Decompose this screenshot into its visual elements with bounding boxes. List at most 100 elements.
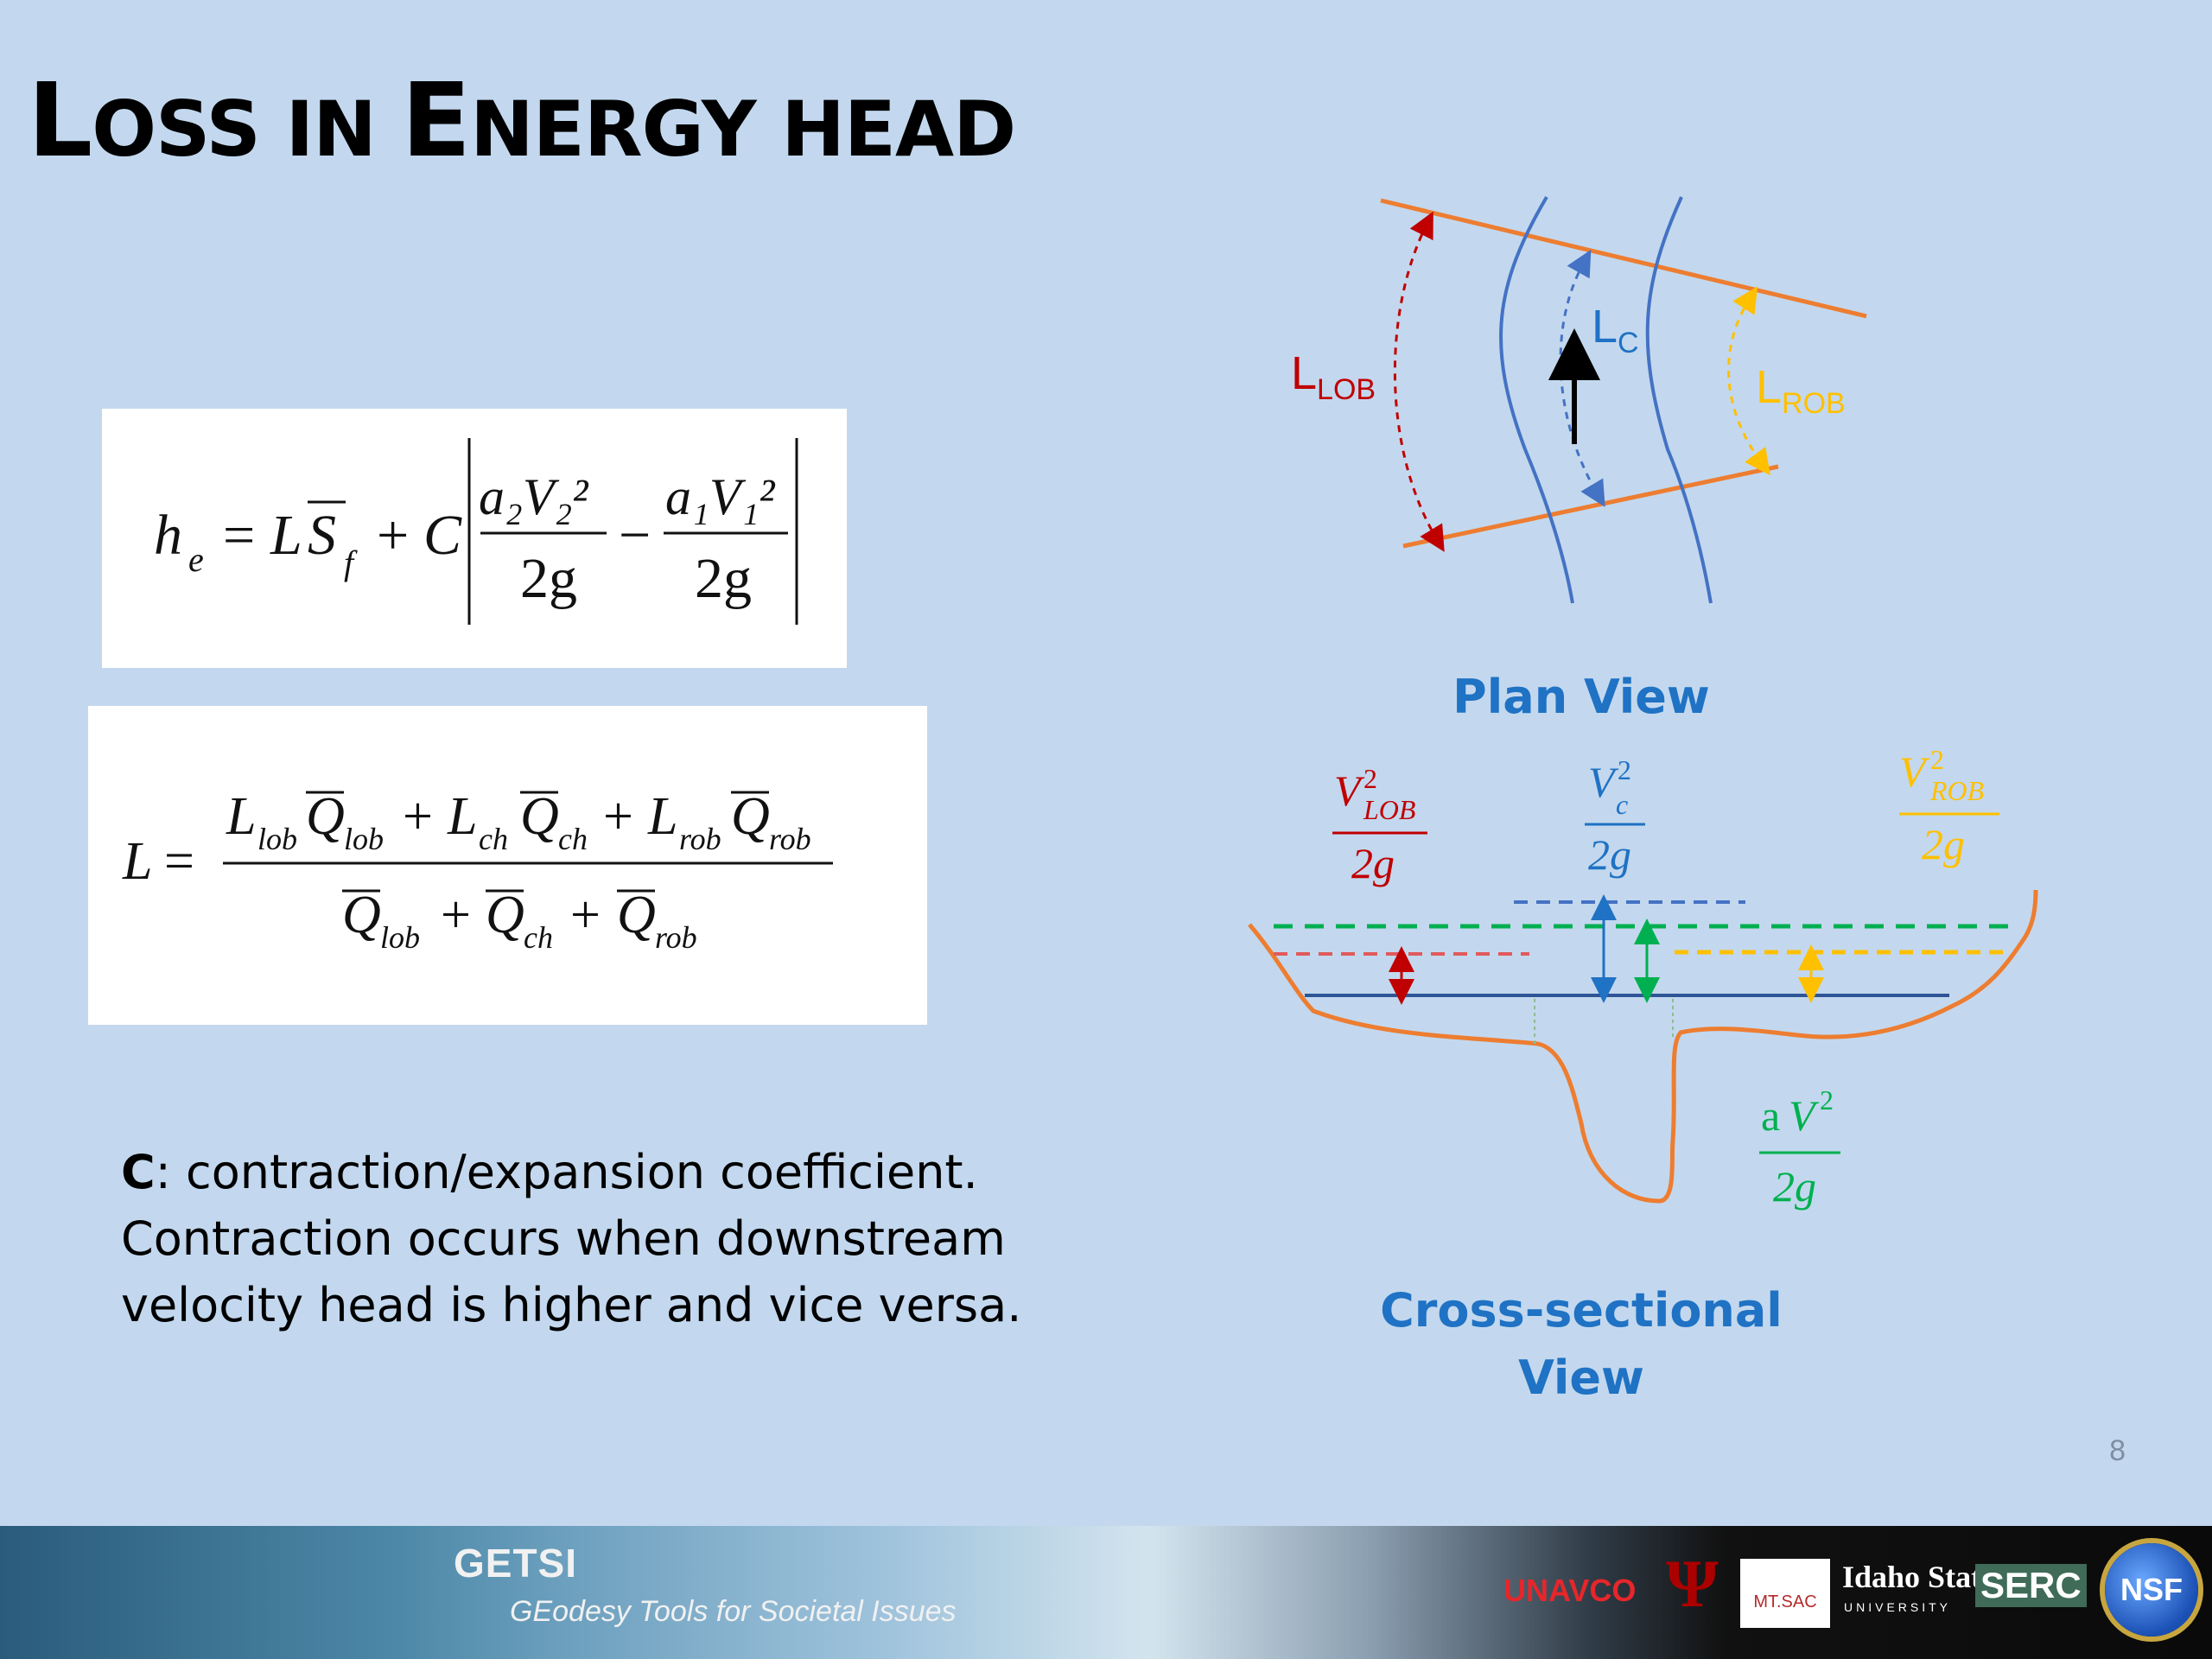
svg-text:2: 2: [1363, 763, 1377, 794]
eq1-equals: =: [223, 504, 255, 567]
eq2-num-plus-1: +: [403, 787, 433, 846]
eq1-h: h: [154, 504, 182, 567]
eq2-num-Q-ch-sub: ch: [558, 822, 588, 856]
channel-length-label: LC: [1592, 301, 1639, 359]
reach-length-equation-svg: L = L lob Q lob + L ch Q ch + L rob Q ro…: [122, 787, 833, 955]
footer-banner: GETSI GEodesy Tools for Societal Issues …: [0, 1526, 2212, 1659]
svg-text:V: V: [1588, 758, 1619, 806]
eq1-C: C: [423, 504, 462, 567]
head-loss-equation: h e = L S f + C a₂V₂² 2g − a₁V₁² 2g: [102, 409, 847, 668]
cross-section-label-line-1: Cross-sectional: [1380, 1283, 1783, 1338]
channel-velocity-head-label: V 2 c 2g: [1585, 754, 1645, 879]
cross-section-label-line-2: View: [1518, 1351, 1644, 1405]
note-line-3: velocity head is higher and vice versa.: [121, 1278, 1022, 1332]
eq2-num-L-lob: L: [226, 787, 256, 846]
indiana-university-logo: Ψ: [1666, 1546, 1719, 1621]
energy-head-label: a V 2 2g: [1759, 1084, 1840, 1211]
svg-text:c: c: [1616, 789, 1628, 820]
svg-text:2g: 2g: [1588, 830, 1631, 879]
right-bank-line: [1645, 196, 1713, 604]
lob-velocity-head-label: V 2 LOB 2g: [1332, 763, 1427, 887]
plan-view: LLOB LC LROB: [1291, 195, 1867, 604]
eq2-num-L-lob-sub: lob: [257, 822, 297, 856]
eq2-den-plus-2: +: [570, 886, 601, 944]
slide-title: LOSS IN ENERGY HEAD: [28, 60, 1016, 180]
channel-length-arrow: [1559, 249, 1605, 507]
upstream-cross-section-line: [1380, 198, 1867, 319]
eq1-L: L: [270, 504, 302, 567]
unavco-logo: UNAVCO: [1503, 1573, 1637, 1608]
eq1-den2: 2g: [695, 547, 752, 610]
eq2-num-L-ch: L: [447, 787, 477, 846]
eq2-num-L-ch-sub: ch: [479, 822, 508, 856]
eq2-num-Q-rob: Q: [731, 787, 770, 846]
eq2-num-plus-2: +: [603, 787, 633, 846]
note-line-1: C: contraction/expansion coefficient.: [121, 1139, 1071, 1205]
svg-text:a: a: [1761, 1091, 1780, 1140]
serc-logo: SERC: [1975, 1564, 2087, 1607]
svg-text:2: 2: [1930, 744, 1944, 775]
note-bold-c: C: [121, 1145, 156, 1199]
title-cap-l: L: [28, 60, 92, 180]
getsi-tagline: GEodesy Tools for Societal Issues: [510, 1595, 957, 1628]
eq2-L: L: [122, 832, 152, 891]
eq1-S: S: [308, 504, 336, 567]
svg-text:V: V: [1789, 1091, 1820, 1140]
eq1-minus: −: [619, 504, 651, 567]
cross-section-view: V 2 LOB 2g V 2 c 2g V 2 ROB 2g a: [1248, 744, 2038, 1211]
svg-text:LOB: LOB: [1363, 794, 1415, 825]
eq1-h-sub: e: [188, 540, 204, 579]
svg-text:2: 2: [1820, 1084, 1834, 1116]
eq2-num-L-rob-sub: rob: [679, 822, 721, 856]
channel-cross-section: [1248, 889, 2038, 1204]
downstream-cross-section-line: [1402, 464, 1779, 549]
lob-length-label: LLOB: [1291, 347, 1376, 406]
rob-length-arrow: [1727, 286, 1770, 476]
eq2-num-L-rob: L: [647, 787, 677, 846]
idaho-state-logo-subtitle: UNIVERSITY: [1844, 1600, 1952, 1614]
svg-text:2g: 2g: [1773, 1162, 1816, 1211]
note-line-2: Contraction occurs when downstream: [121, 1211, 1006, 1266]
eq1-S-sub: f: [344, 543, 358, 582]
lob-length-arrow: [1393, 211, 1445, 552]
title-part-1: OSS IN: [92, 85, 402, 174]
eq2-den-Q-lob-sub: lob: [380, 920, 420, 955]
idaho-state-logo: Idaho State: [1842, 1560, 1996, 1594]
note-line-1-text: : contraction/expansion coefficient.: [155, 1145, 978, 1199]
eq2-num-Q-lob: Q: [306, 787, 345, 846]
rob-length-label: LROB: [1756, 361, 1846, 420]
svg-text:V: V: [1334, 766, 1365, 815]
title-part-2: NERGY HEAD: [470, 85, 1016, 174]
page-number: 8: [2109, 1434, 2126, 1467]
head-loss-equation-svg: h e = L S f + C a₂V₂² 2g − a₁V₁² 2g: [154, 438, 798, 625]
rob-velocity-head-label: V 2 ROB 2g: [1899, 744, 1999, 868]
eq2-den-Q-ch-sub: ch: [524, 920, 553, 955]
svg-text:ROB: ROB: [1929, 775, 1984, 806]
eq2-den-Q-ch: Q: [486, 886, 524, 944]
eq2-den-Q-rob: Q: [617, 886, 656, 944]
left-bank-line: [1499, 195, 1574, 604]
eq1-den1: 2g: [520, 547, 577, 610]
eq2-den-plus-1: +: [441, 886, 471, 944]
svg-text:V: V: [1899, 747, 1930, 796]
eq2-den-Q-lob: Q: [342, 886, 381, 944]
title-cap-e: E: [401, 60, 471, 180]
cross-section-label: Cross-sectional View: [1348, 1277, 1815, 1412]
eq1-num1: a₂V₂²: [479, 468, 588, 525]
plan-and-cross-section-diagram: LLOB LC LROB V 2 LOB 2g: [1248, 195, 2038, 1211]
svg-text:2g: 2g: [1351, 839, 1395, 887]
eq2-den-Q-rob-sub: rob: [655, 920, 697, 955]
eq2-num-Q-rob-sub: rob: [769, 822, 811, 856]
getsi-logo: GETSI: [454, 1541, 578, 1586]
svg-text:2g: 2g: [1922, 820, 1965, 868]
coefficient-note: C: contraction/expansion coefficient. Co…: [121, 1139, 1071, 1338]
eq1-num2: a₁V₁²: [665, 468, 775, 525]
eq2-equals: =: [164, 832, 194, 891]
eq1-plus: +: [377, 504, 409, 567]
nsf-logo: NSF: [2105, 1543, 2198, 1637]
plan-view-label: Plan View: [1452, 670, 1710, 724]
eq2-num-Q-ch: Q: [520, 787, 559, 846]
reach-length-equation: L = L lob Q lob + L ch Q ch + L rob Q ro…: [88, 706, 927, 1025]
eq2-num-Q-lob-sub: lob: [344, 822, 384, 856]
